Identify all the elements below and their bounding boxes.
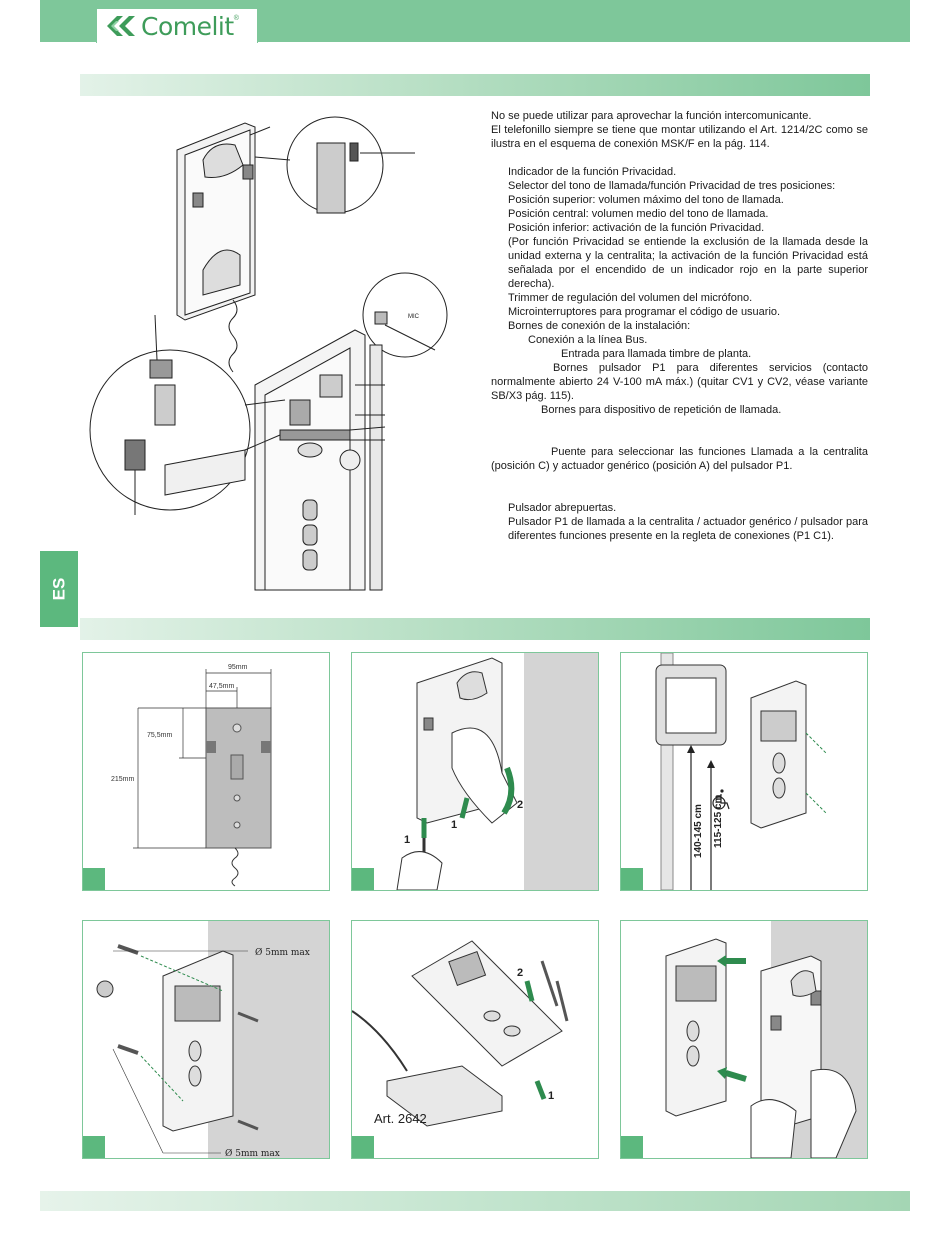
panel-step-marker bbox=[352, 868, 374, 890]
drill-bottom-label: Ø 5mm max bbox=[225, 1148, 280, 1158]
attach-handset-drawing bbox=[665, 921, 867, 1158]
language-tab: ES bbox=[40, 551, 78, 627]
desk-base-drawing: 2 1 Art. 2642 bbox=[352, 940, 569, 1127]
panel-dimensions: 95mm 47,5mm 75,5mm 215mm bbox=[82, 652, 330, 891]
panel-attach-handset bbox=[620, 920, 868, 1159]
step2-label-1b: 1 bbox=[451, 819, 457, 831]
height-standard: 140-145 cm bbox=[693, 804, 704, 858]
panel-step-marker bbox=[83, 868, 105, 890]
step5-label-2: 2 bbox=[517, 967, 523, 979]
step5-label-1: 1 bbox=[548, 1090, 554, 1102]
legend-terminals: Bornes de conexión de la instalación: bbox=[508, 320, 691, 332]
legend-trimmer: Trimmer de regulación del volumen del mi… bbox=[508, 292, 753, 304]
dim-upper-height: 75,5mm bbox=[147, 732, 172, 739]
legend-bus: Conexión a la línea Bus. bbox=[528, 334, 648, 346]
intro-line-1: No se puede utilizar para aprovechar la … bbox=[491, 110, 812, 122]
legend-privacy-note: (Por función Privacidad se entiende la e… bbox=[508, 236, 868, 290]
panel-desk-base: 2 1 Art. 2642 bbox=[351, 920, 599, 1159]
footer-bar bbox=[40, 1191, 910, 1211]
legend-jumper: Puente para seleccionar las funciones Ll… bbox=[491, 446, 868, 472]
intercom-exploded-diagram: MIC bbox=[89, 116, 448, 591]
section-bar-top bbox=[80, 74, 870, 96]
panel-mounting-height: 140-145 cm 115-125 cm bbox=[620, 652, 868, 891]
open-handset-drawing: 1 1 2 bbox=[396, 653, 598, 890]
legend-pos-center: Posición central: volumen medio del tono… bbox=[508, 208, 769, 220]
mounting-height-drawing: 140-145 cm 115-125 cm bbox=[655, 653, 827, 890]
drill-top-label: Ø 5mm max bbox=[255, 947, 310, 958]
brand-name: Comelit bbox=[141, 11, 234, 41]
legend-dip-switches: Microinterruptores para programar el cód… bbox=[508, 306, 781, 318]
section-bar-middle bbox=[80, 618, 870, 640]
legend-floor-call: Entrada para llamada timbre de planta. bbox=[561, 348, 752, 360]
legend-pos-lower: Posición inferior: activación de la func… bbox=[508, 222, 765, 234]
step2-label-2: 2 bbox=[517, 799, 523, 811]
wheelchair-icon bbox=[712, 789, 730, 810]
dim-half-width: 47,5mm bbox=[209, 683, 234, 690]
dim-total-height: 215mm bbox=[111, 776, 135, 783]
legend-p1-terminals: Bornes pulsador P1 para diferentes servi… bbox=[491, 362, 868, 402]
comelit-logo: Comelit ® bbox=[96, 8, 258, 43]
intro-line-2: El telefonillo siempre se tiene que mont… bbox=[491, 124, 868, 150]
wall-drilling-drawing: Ø 5mm max Ø 5mm max bbox=[96, 921, 329, 1158]
panel-open-handset: 1 1 2 bbox=[351, 652, 599, 891]
legend-pos-upper: Posición superior: volumen máximo del to… bbox=[508, 194, 784, 206]
dim-width: 95mm bbox=[228, 664, 248, 671]
panel-step-marker bbox=[83, 1136, 105, 1158]
logo-chevron-icon bbox=[107, 16, 135, 36]
height-accessible: 115-125 cm bbox=[713, 795, 724, 848]
panel-step-marker bbox=[621, 868, 643, 890]
legend-selector: Selector del tono de llamada/función Pri… bbox=[508, 180, 836, 192]
legend-privacy-indicator: Indicador de la función Privacidad. bbox=[508, 166, 677, 178]
step2-label-1a: 1 bbox=[404, 834, 410, 846]
mic-label: MIC bbox=[408, 314, 420, 320]
dimensions-drawing: 95mm 47,5mm 75,5mm 215mm bbox=[111, 664, 272, 887]
legend-repeat: Bornes para dispositivo de repetición de… bbox=[541, 404, 782, 416]
legend-door-button: Pulsador abrepuertas. bbox=[508, 502, 617, 514]
registered-mark: ® bbox=[233, 15, 239, 22]
panel-step-marker bbox=[352, 1136, 374, 1158]
panel-wall-drilling: Ø 5mm max Ø 5mm max bbox=[82, 920, 330, 1159]
description-text: No se puede utilizar para aprovechar la … bbox=[491, 109, 868, 543]
panel-step-marker bbox=[621, 1136, 643, 1158]
legend-p1-button: Pulsador P1 de llamada a la centralita /… bbox=[508, 516, 868, 542]
article-label: Art. 2642 bbox=[374, 1111, 427, 1126]
